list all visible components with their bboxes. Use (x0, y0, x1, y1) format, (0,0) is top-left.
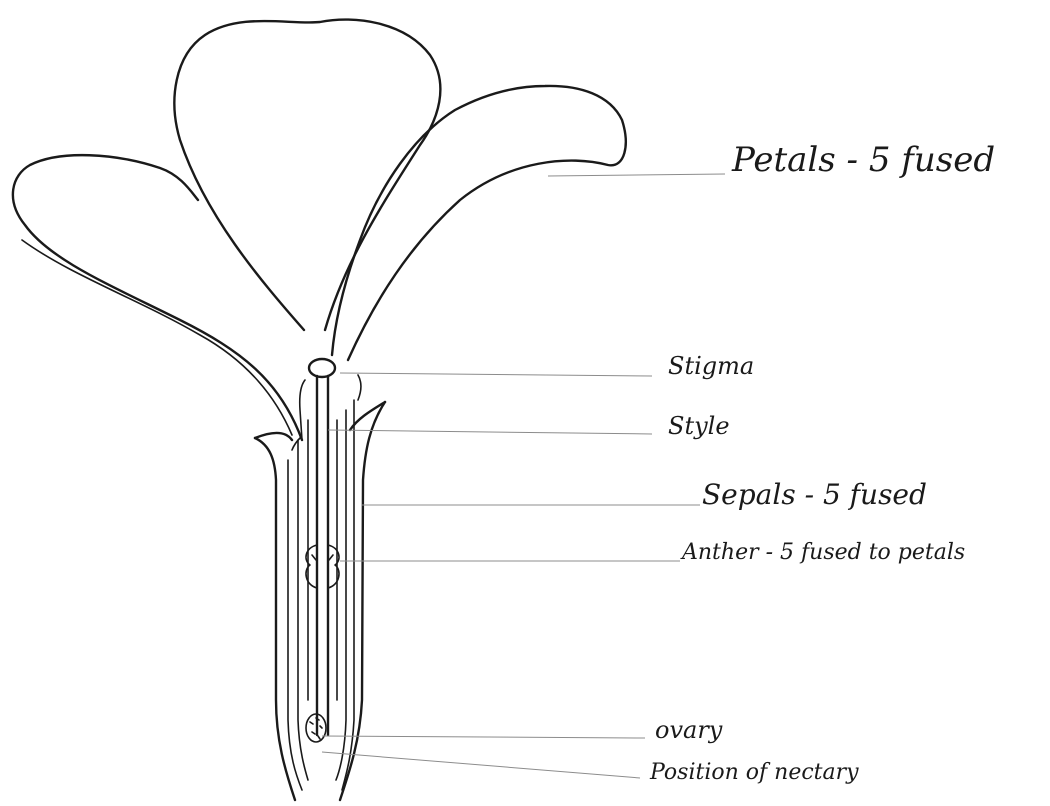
label-nectary: Position of nectary (650, 760, 859, 785)
leader-stigma (340, 373, 652, 376)
stigma-shape (309, 359, 335, 377)
leader-lines (322, 174, 725, 778)
leader-ovary (322, 736, 645, 738)
leader-style (328, 430, 652, 434)
petal-left (13, 155, 302, 440)
label-ovary: ovary (655, 716, 722, 744)
petal-center (174, 20, 440, 330)
sepal-right-tip (350, 402, 385, 430)
leader-nectary (322, 752, 640, 778)
label-style: Style (668, 412, 730, 440)
label-petals: Petals - 5 fused (732, 140, 995, 180)
leader-petals (548, 174, 725, 176)
label-stigma: Stigma (668, 352, 754, 380)
petal-right (332, 86, 626, 360)
pistil-drawing (306, 359, 339, 742)
petal-left-edge (22, 240, 292, 435)
sepal-left-tip (255, 433, 292, 440)
label-anther: Anther - 5 fused to petals (682, 540, 965, 565)
label-sepals: Sepals - 5 fused (702, 478, 927, 511)
